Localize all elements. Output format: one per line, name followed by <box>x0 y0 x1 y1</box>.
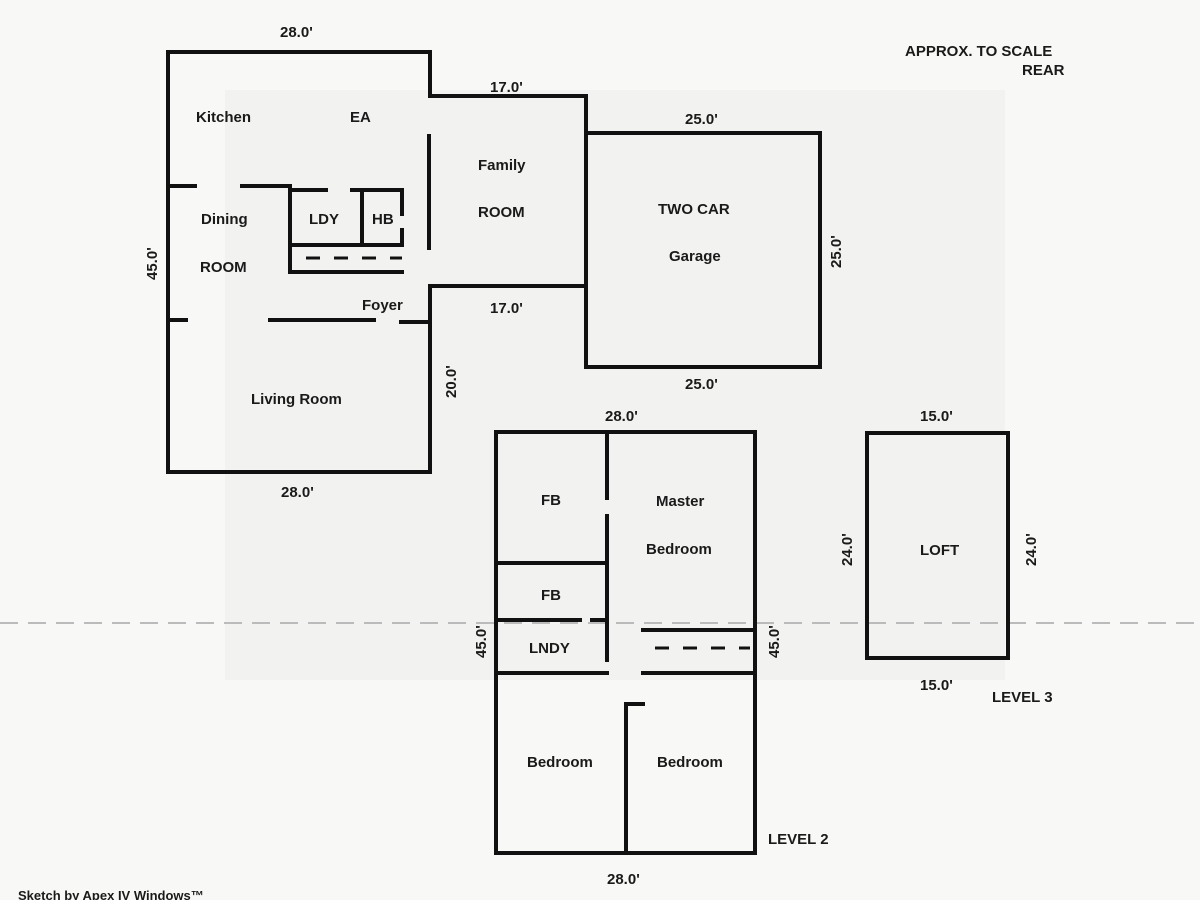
room-hb: HB <box>372 211 394 228</box>
level-2-walls <box>494 430 757 855</box>
room-loft: LOFT <box>920 542 959 559</box>
level-3-label: LEVEL 3 <box>992 689 1053 706</box>
dim-l1-top: 28.0' <box>280 24 313 41</box>
room-master-bedroom: Bedroom <box>646 541 712 558</box>
room-fb-1: FB <box>541 492 561 509</box>
room-master: Master <box>656 493 705 510</box>
level-1-walls <box>166 50 822 474</box>
dim-l1-left: 45.0' <box>144 247 161 280</box>
dim-foyer-right: 20.0' <box>443 365 460 398</box>
sketch-credit: Sketch by Apex IV Windows™ <box>18 888 204 900</box>
orientation-note: REAR <box>1022 62 1065 79</box>
room-dining: Dining <box>201 211 248 228</box>
dim-l3-bottom: 15.0' <box>920 677 953 694</box>
dim-family-top: 17.0' <box>490 79 523 96</box>
room-bedroom-1: Bedroom <box>527 754 593 771</box>
level-3-walls <box>865 431 1010 660</box>
dim-l2-top: 28.0' <box>605 408 638 425</box>
room-garage-title: TWO CAR <box>658 201 730 218</box>
room-dining-room: ROOM <box>200 259 247 276</box>
background-watermark <box>225 90 1005 680</box>
dim-garage-top: 25.0' <box>685 111 718 128</box>
dim-l2-bottom: 28.0' <box>607 871 640 888</box>
dim-l3-right: 24.0' <box>1023 533 1040 566</box>
dim-l3-left: 24.0' <box>839 533 856 566</box>
scale-note: APPROX. TO SCALE <box>905 43 1052 60</box>
dim-garage-right: 25.0' <box>828 235 845 268</box>
room-garage: Garage <box>669 248 721 265</box>
dim-family-bottom: 17.0' <box>490 300 523 317</box>
room-living: Living Room <box>251 391 342 408</box>
dim-l1-bottom: 28.0' <box>281 484 314 501</box>
garage-walls <box>584 131 822 369</box>
dim-l3-top: 15.0' <box>920 408 953 425</box>
level-2-label: LEVEL 2 <box>768 831 829 848</box>
dim-garage-bottom: 25.0' <box>685 376 718 393</box>
room-family-room: ROOM <box>478 204 525 221</box>
room-lndy: LNDY <box>529 640 570 657</box>
room-fb-2: FB <box>541 587 561 604</box>
room-ldy: LDY <box>309 211 339 228</box>
dim-l2-right: 45.0' <box>766 625 783 658</box>
room-kitchen: Kitchen <box>196 109 251 126</box>
room-bedroom-2: Bedroom <box>657 754 723 771</box>
room-foyer: Foyer <box>362 297 403 314</box>
room-ea: EA <box>350 109 371 126</box>
room-family: Family <box>478 157 526 174</box>
dim-l2-left: 45.0' <box>473 625 490 658</box>
